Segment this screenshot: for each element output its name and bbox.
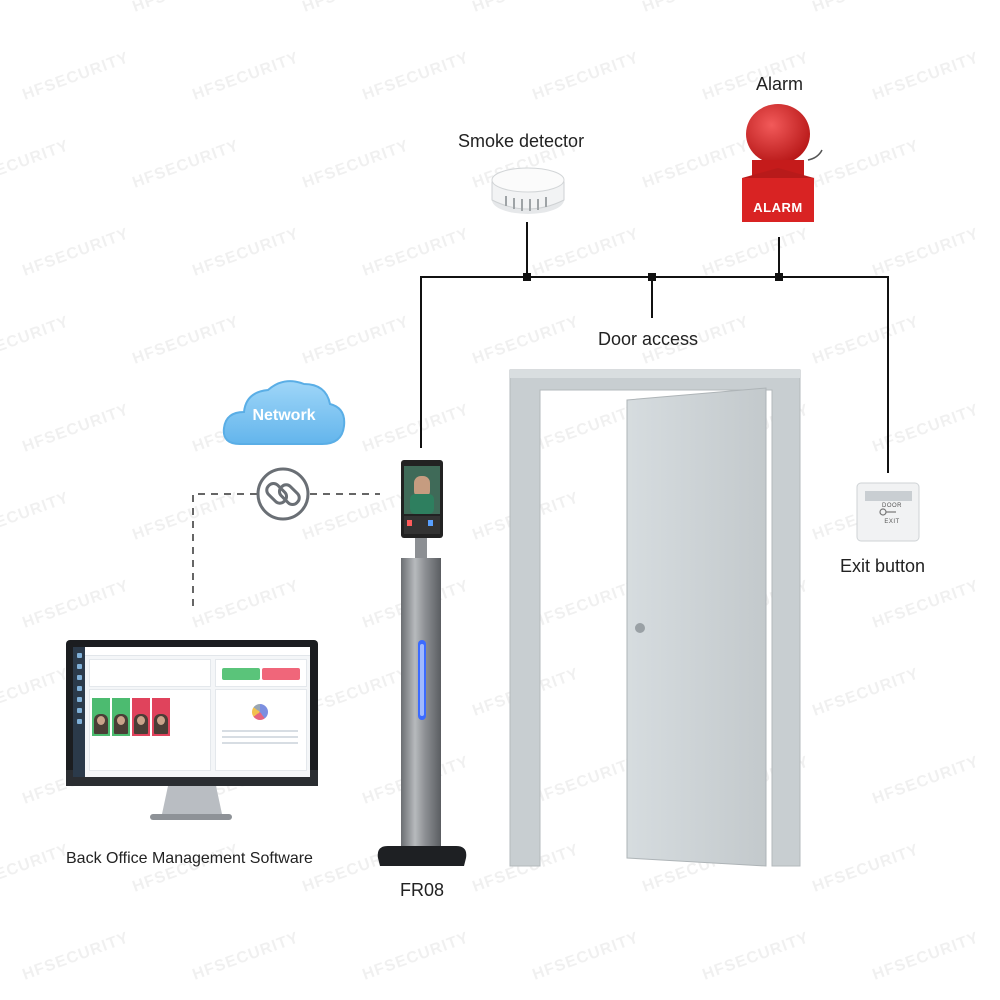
device-neck xyxy=(415,538,427,558)
software-red-button xyxy=(262,668,300,680)
door-knob xyxy=(635,623,645,633)
software-table-line xyxy=(222,736,298,738)
alarm-bell-icon xyxy=(742,104,823,222)
face-tile xyxy=(92,698,110,736)
software-chart-card xyxy=(215,689,307,771)
network-link xyxy=(192,493,380,606)
software-table-line xyxy=(222,742,298,744)
smoke-detector-icon xyxy=(491,167,565,214)
exit-button-label: Exit button xyxy=(840,556,926,576)
face-tile xyxy=(132,698,150,736)
software-monitoring-card xyxy=(89,689,211,771)
wire-junctions xyxy=(523,273,783,281)
smoke-detector-label: Smoke detector xyxy=(458,131,585,151)
face-tile xyxy=(152,698,170,736)
software-pie-chart xyxy=(252,704,268,720)
software-alert-card xyxy=(215,659,307,687)
fr08-device xyxy=(377,460,467,866)
door xyxy=(509,369,801,867)
device-label: FR08 xyxy=(400,880,445,900)
alarm-sign-text: ALARM xyxy=(753,200,803,215)
software-green-button xyxy=(222,668,260,680)
door-access-label: Door access xyxy=(598,329,699,349)
door-leaf xyxy=(626,387,767,867)
exit-button-bottom-text: EXIT xyxy=(884,519,900,525)
monitor-screen xyxy=(73,647,310,777)
network-label: Network xyxy=(252,407,316,424)
software-sidebar xyxy=(73,647,85,777)
link-chain-icon xyxy=(256,467,310,521)
software-table-line xyxy=(222,730,298,732)
software-topbar xyxy=(85,647,310,656)
exit-button-top-text: DOOR xyxy=(882,503,902,509)
software-stats-card xyxy=(89,659,211,687)
door-frame xyxy=(509,369,801,867)
cloud-icon xyxy=(222,380,346,445)
face-tile xyxy=(112,698,130,736)
alarm-label: Alarm xyxy=(756,74,804,94)
back-office-label: Back Office Management Software xyxy=(66,850,313,867)
exit-button-icon xyxy=(856,482,920,542)
device-base xyxy=(377,846,467,866)
